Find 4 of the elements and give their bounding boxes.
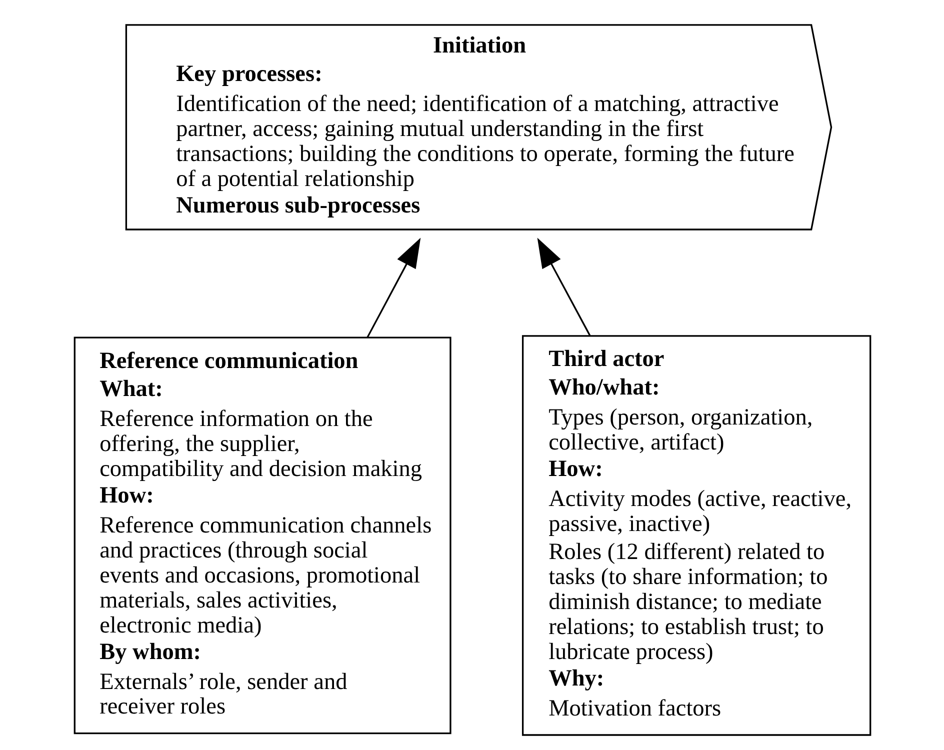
arrow bbox=[366, 238, 420, 338]
arrow bbox=[536, 238, 590, 336]
node-box: Third actor Who/what: Types (person, organization, collective, artifact) How: Activity modes (active, reactive, passive, inactive) Roles (12 different) related to tasks (to share information; to diminish distance; to mediate relations; to establish trust; to lubricate process) Why: Motivation factors bbox=[521, 335, 871, 736]
node-box: Reference communication What: Reference information on the offering, the supplier, compatibility and decision making How: Reference communication channels and practices (through social events and occasions, promotional materials, sales activities, electronic media) By whom: Externals’ role, sender and receiver roles bbox=[73, 336, 451, 734]
